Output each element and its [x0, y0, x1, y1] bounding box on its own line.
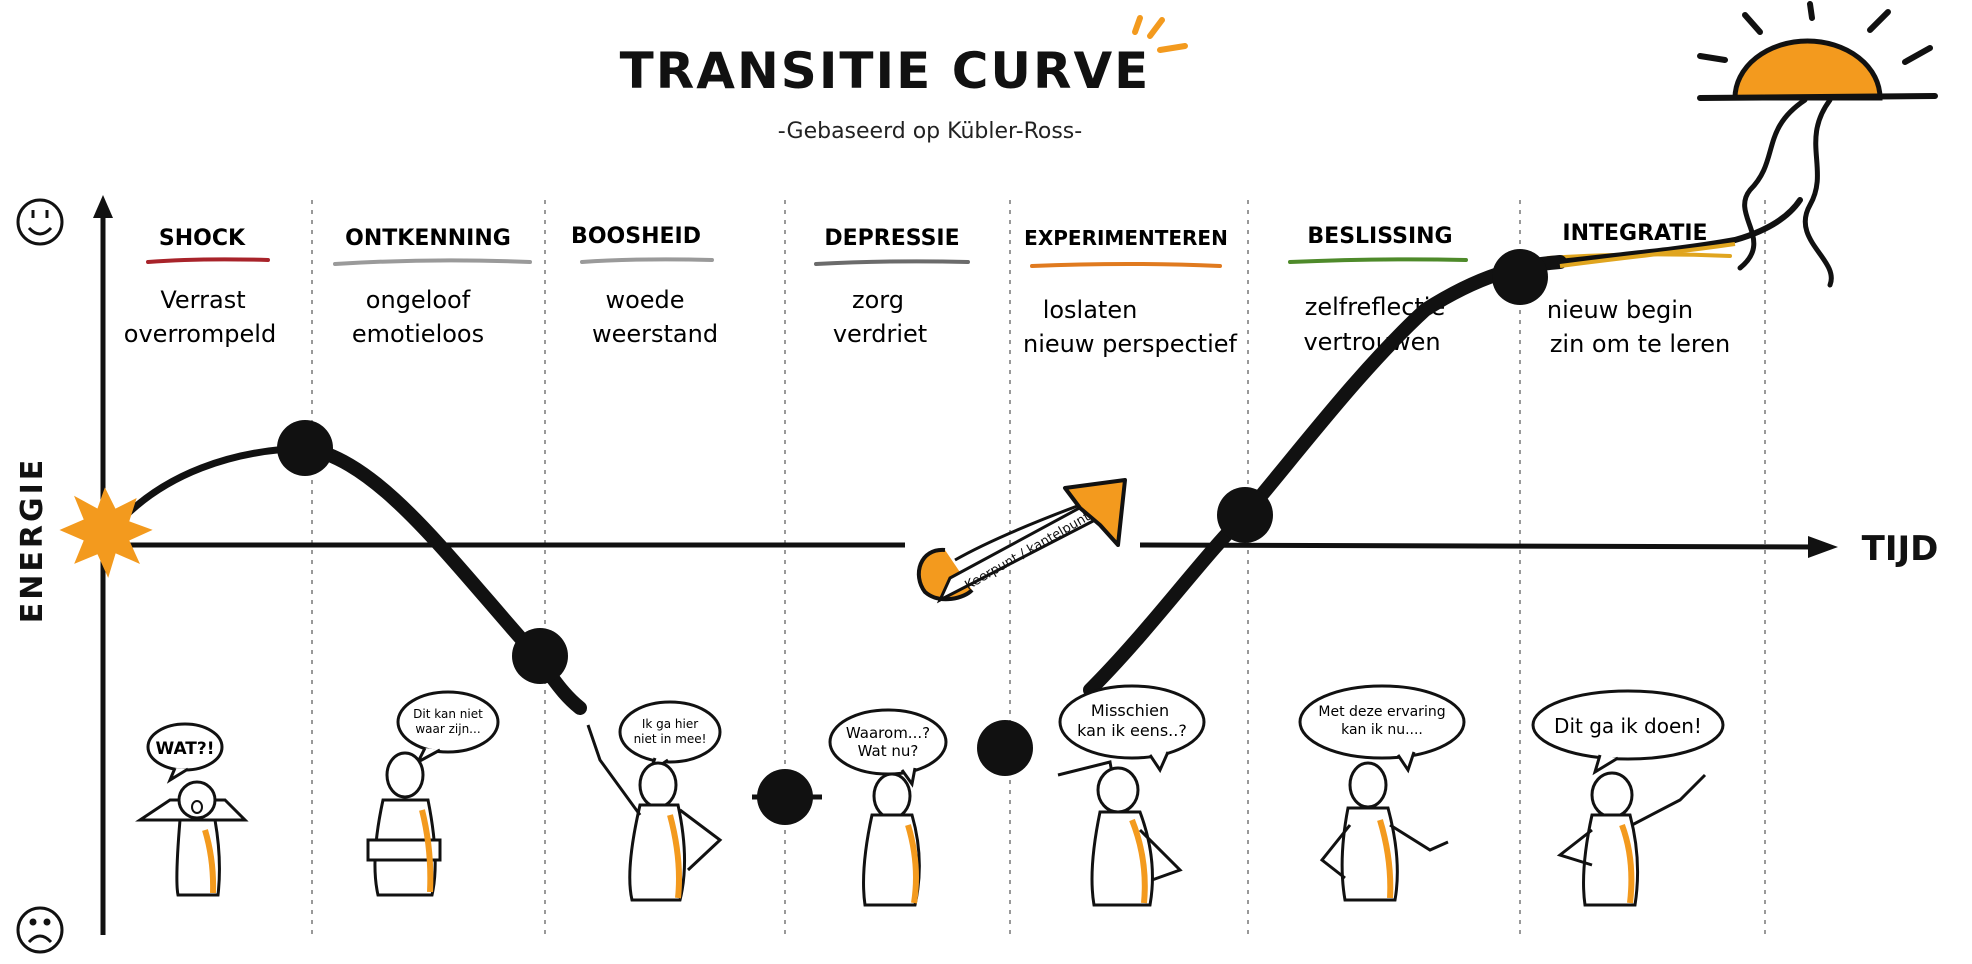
phase-keyword-2: overrompeld [124, 320, 276, 348]
speech-line-2: kan ik nu.... [1341, 722, 1423, 738]
phase-title: BESLISSING [1307, 224, 1452, 249]
smiley-happy-icon [16, 198, 64, 246]
phase-keyword-1: ongeloof [366, 286, 471, 314]
phase-depressie: DEPRESSIE zorg verdriet [814, 226, 970, 348]
phase-integratie: INTEGRATIE nieuw begin zin om te leren [1546, 221, 1732, 358]
phase-keyword-2: verdriet [833, 320, 927, 348]
phase-keyword-2: nieuw perspectief [1023, 330, 1238, 358]
phase-title: SHOCK [159, 226, 246, 251]
phase-dot [277, 420, 333, 476]
phase-keyword-2: weerstand [592, 320, 718, 348]
figure-ontkenning: Dit kan niet waar zijn... [366, 690, 500, 897]
phase-dot [1492, 249, 1548, 305]
phase-beslissing: BESLISSING zelfreflectie vertrouwen [1288, 224, 1468, 356]
page-title: TRANSITIE CURVE [620, 42, 1151, 100]
phase-experimenteren: EXPERIMENTEREN loslaten nieuw perspectie… [1023, 226, 1238, 358]
phase-keyword-1: zorg [852, 286, 904, 314]
shock-burst-icon [59, 487, 153, 578]
phase-title: INTEGRATIE [1562, 221, 1707, 246]
phase-keyword-1: nieuw begin [1547, 296, 1693, 324]
phase-title: EXPERIMENTEREN [1024, 226, 1228, 250]
figure-shock: WAT?! [135, 722, 249, 897]
sun-icon [1697, 1, 1938, 288]
integration-accent [1559, 242, 1736, 268]
speech-line-1: Met deze ervaring [1318, 704, 1445, 720]
phase-dot [977, 720, 1033, 776]
y-axis-label: ENERGIE [15, 457, 50, 623]
smiley-sad-icon [16, 906, 64, 954]
figure-beslissing: Met deze ervaring kan ik nu.... [1298, 684, 1466, 902]
phase-keyword-1: woede [605, 286, 684, 314]
title-sparkle-icon [1132, 15, 1188, 53]
speech-line-1: Dit kan niet [413, 707, 483, 721]
x-axis [103, 536, 1838, 558]
speech-text: Dit ga ik doen! [1554, 714, 1702, 738]
figure-depressie: Waarom...? Wat nu? [828, 708, 948, 907]
speech-line-2: Wat nu? [858, 742, 919, 760]
phase-title: DEPRESSIE [824, 226, 959, 251]
phase-title: BOOSHEID [571, 224, 701, 249]
phase-ontkenning: ONTKENNING ongeloof emotieloos [333, 226, 532, 348]
turning-point-arrow: Keerpunt / kantelpunt [916, 478, 1127, 604]
phase-title: ONTKENNING [345, 226, 511, 251]
speech-line-2: niet in mee! [634, 732, 707, 746]
speech-line-2: kan ik eens..? [1077, 721, 1187, 740]
phase-keyword-1: loslaten [1043, 296, 1138, 324]
phase-keyword-2: zin om te leren [1550, 330, 1730, 358]
speech-line-1: Misschien [1091, 701, 1169, 720]
phase-dot [1217, 487, 1273, 543]
x-axis-label: TIJD [1862, 529, 1939, 569]
speech-line-1: Ik ga hier [642, 717, 698, 731]
speech-line-2: waar zijn... [415, 722, 480, 736]
figure-boosheid: Ik ga hier niet in mee! [586, 700, 723, 902]
speech-text: WAT?! [155, 739, 214, 759]
phase-dots [277, 249, 1548, 825]
page-subtitle: -Gebaseerd op Kübler-Ross- [778, 119, 1082, 144]
phase-shock: SHOCK Verrast overrompeld [124, 226, 276, 348]
phase-keyword-2: emotieloos [352, 320, 484, 348]
y-axis [93, 195, 113, 935]
figure-experimenteren: Misschien kan ik eens..? [1057, 684, 1206, 907]
phase-keyword-2: vertrouwen [1303, 328, 1440, 356]
speech-line-1: Waarom...? [846, 724, 930, 742]
arrow-label: Keerpunt / kantelpunt [963, 510, 1093, 594]
phase-dot [512, 628, 568, 684]
figure-integratie: Dit ga ik doen! [1531, 689, 1725, 907]
phase-boosheid: BOOSHEID woede weerstand [571, 224, 718, 348]
phase-keyword-1: Verrast [160, 286, 245, 314]
